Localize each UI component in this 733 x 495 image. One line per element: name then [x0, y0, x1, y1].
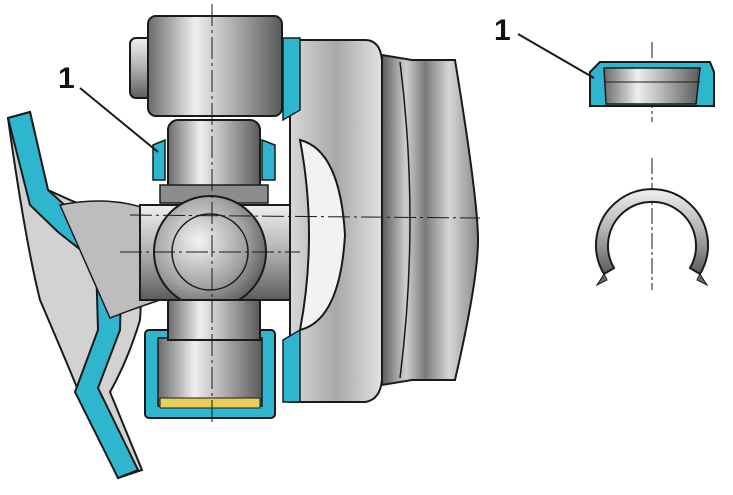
callout-label-right: 1 — [494, 14, 511, 47]
upper-trunnion — [152, 119, 276, 204]
lower-bearing-cup — [144, 299, 276, 419]
right-yoke — [282, 37, 480, 403]
callout-label-left: 1 — [58, 62, 75, 95]
lock-ring-side-view — [517, 33, 715, 122]
left-flange — [6, 110, 161, 480]
lock-ring-top-view — [595, 158, 709, 290]
callout-leader-left — [79, 87, 159, 153]
callout-leader-right — [517, 33, 595, 79]
centerlines — [120, 4, 481, 425]
top-bearing-cap — [129, 15, 283, 117]
